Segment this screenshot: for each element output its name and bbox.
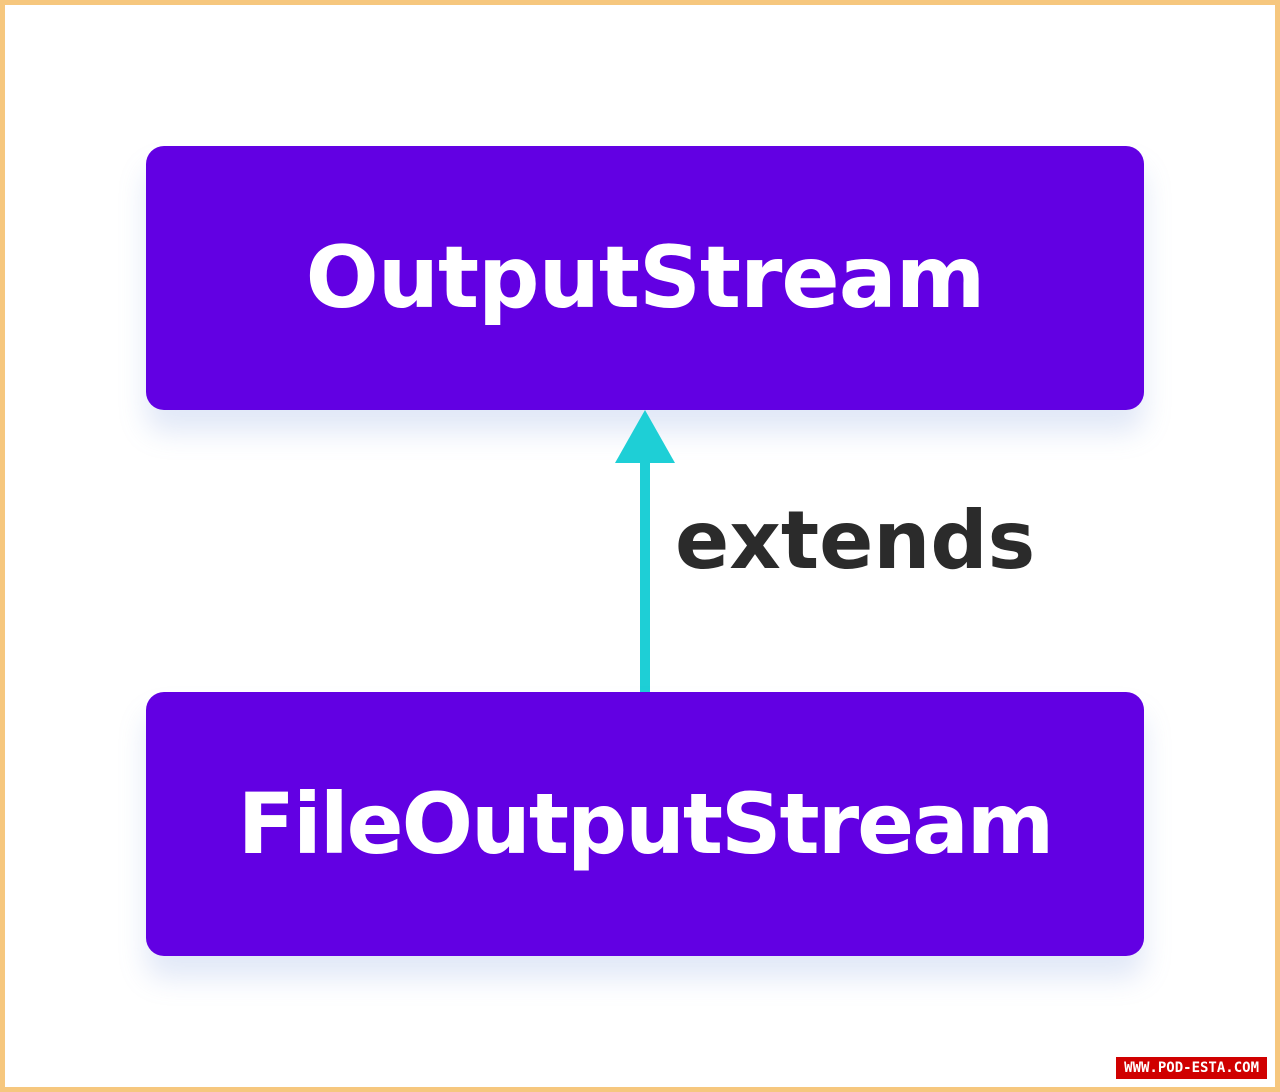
parent-class-box: OutputStream — [146, 146, 1144, 410]
child-class-box: FileOutputStream — [146, 692, 1144, 956]
child-class-label: FileOutputStream — [237, 775, 1055, 873]
relationship-label: extends — [675, 494, 1036, 587]
arrow-head — [615, 410, 675, 463]
parent-class-label: OutputStream — [305, 228, 986, 328]
inheritance-arrow — [615, 410, 675, 692]
watermark-badge: WWW.POD-ESTA.COM — [1116, 1057, 1267, 1079]
